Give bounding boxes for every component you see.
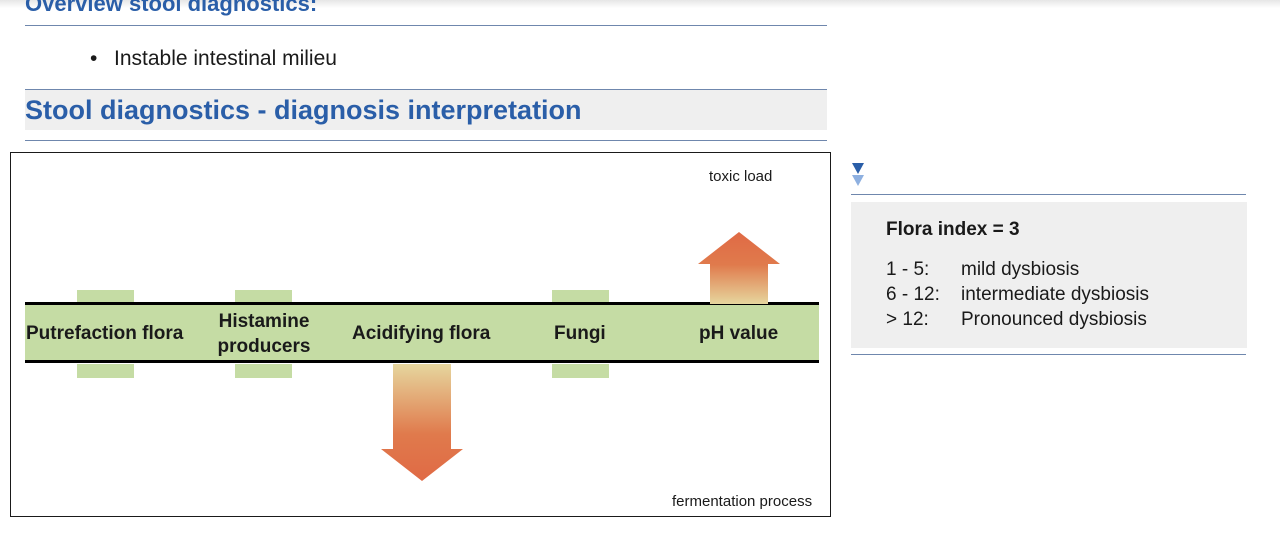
band-bottom-line [25,360,819,363]
legend-meaning: Pronounced dysbiosis [961,309,1147,330]
toxic-load-label: toxic load [709,168,773,185]
collapse-marker-icon[interactable] [851,162,865,188]
up-arrow-icon [698,232,780,304]
tab-bottom-histamine [235,364,292,378]
divider [25,89,827,90]
label-acidifying-flora: Acidifying flora [352,323,491,344]
bullet-icon: • [90,47,98,70]
legend-meaning: intermediate dysbiosis [961,284,1149,305]
tab-bottom-putrefaction [77,364,134,378]
flora-index-title: Flora index = 3 [886,219,1020,240]
label-histamine-producers: Histamine producers [217,311,311,357]
label-ph-value: pH value [699,323,779,344]
top-shade [0,0,1280,8]
heading-band [25,90,827,130]
section-heading: Overview stool diagnostics: [25,0,318,16]
legend-row: 6 - 12: intermediate dysbiosis [886,284,1149,306]
label-fungi: Fungi [554,323,606,344]
page-title: Stool diagnostics - diagnosis interpreta… [25,95,582,125]
bullet-item: • Instable intestinal milieu [90,47,337,71]
legend-range: 6 - 12: [886,284,940,305]
divider [851,354,1246,355]
tab-top-fungi [552,290,609,304]
down-arrow-icon [381,364,463,481]
legend-row: 1 - 5: mild dysbiosis [886,259,1079,281]
bullet-text: Instable intestinal milieu [114,47,337,70]
divider [25,140,827,141]
tab-top-putrefaction [77,290,134,304]
flora-band [25,305,819,362]
divider [25,25,827,26]
flora-index-panel [851,202,1247,348]
tab-bottom-fungi [552,364,609,378]
legend-range: 1 - 5: [886,259,930,280]
label-putrefaction-flora: Putrefaction flora [26,323,184,344]
legend-range: > 12: [886,309,929,330]
fermentation-label: fermentation process [672,493,813,510]
band-top-line [25,302,819,305]
divider [851,194,1246,195]
legend-row: > 12: Pronounced dysbiosis [886,309,1147,331]
tab-top-histamine [235,290,292,304]
legend-meaning: mild dysbiosis [961,259,1080,280]
